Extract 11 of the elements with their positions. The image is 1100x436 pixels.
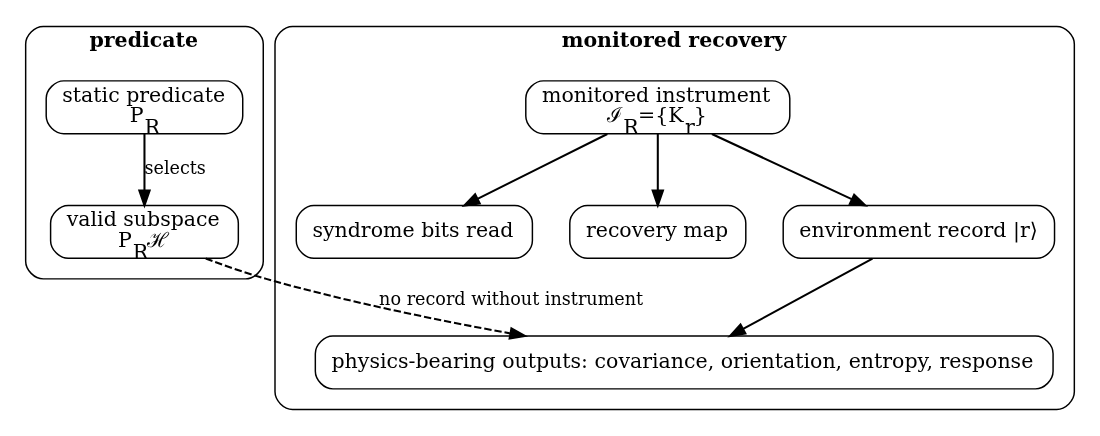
arrow — [651, 133, 665, 209]
arrow — [727, 257, 873, 338]
node-box: environment record |r⟩ — [782, 204, 1056, 260]
edge-label: no record without instrument — [379, 288, 644, 309]
edge-label: selects — [144, 158, 206, 179]
node-box: physics-bearing outputs: covariance, orientation, entropy, response — [314, 335, 1054, 390]
node-box: recovery map — [569, 204, 747, 260]
arrow — [711, 133, 869, 207]
node-box: syndrome bits read — [295, 204, 534, 260]
arrow — [461, 133, 608, 207]
arrow — [137, 133, 152, 209]
